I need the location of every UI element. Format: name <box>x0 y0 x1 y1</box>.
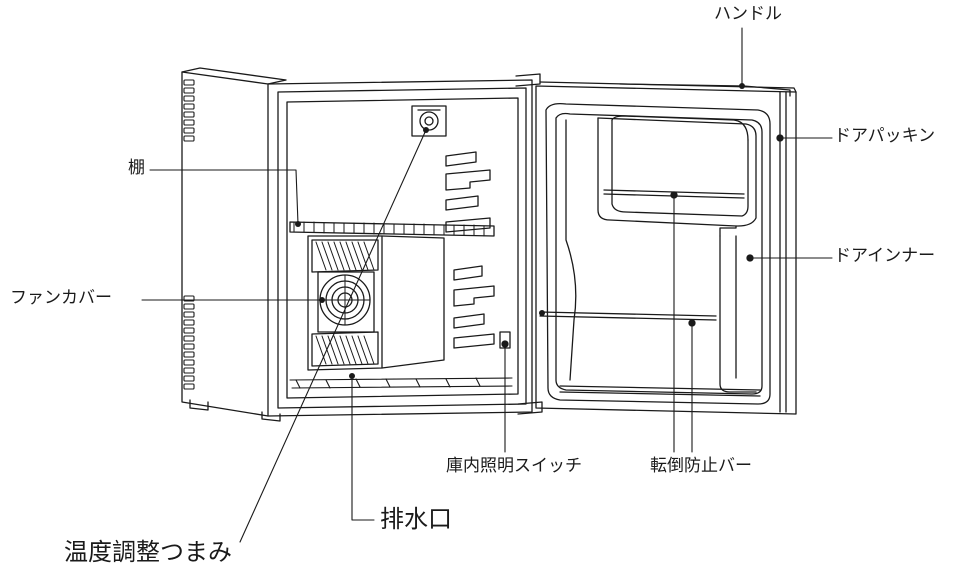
fan-cover-graphic <box>307 235 445 371</box>
cabinet-front <box>267 73 543 417</box>
label-shelf: 棚 <box>128 158 145 178</box>
wire-shelf <box>289 221 495 237</box>
label-drain: 排水口 <box>380 505 452 533</box>
label-handle: ハンドル <box>714 4 782 24</box>
shelf-rails <box>445 151 495 349</box>
door <box>535 81 797 415</box>
label-fan-cover: ファンカバー <box>10 288 112 308</box>
callout-dots <box>295 83 745 379</box>
vent-slots-top <box>183 79 195 142</box>
label-anti-tip-bar: 転倒防止バー <box>650 456 752 476</box>
leader-lines <box>141 27 833 543</box>
floor-grill <box>289 377 513 389</box>
label-temp-knob: 温度調整つまみ <box>64 538 232 566</box>
label-light-switch: 庫内照明スイッチ <box>446 456 582 476</box>
cabinet-side <box>181 67 287 422</box>
label-door-inner: ドアインナー <box>834 246 936 266</box>
vent-slots-bottom <box>183 295 195 390</box>
label-door-gasket: ドアパッキン <box>834 126 936 146</box>
thermostat-housing <box>411 105 447 137</box>
